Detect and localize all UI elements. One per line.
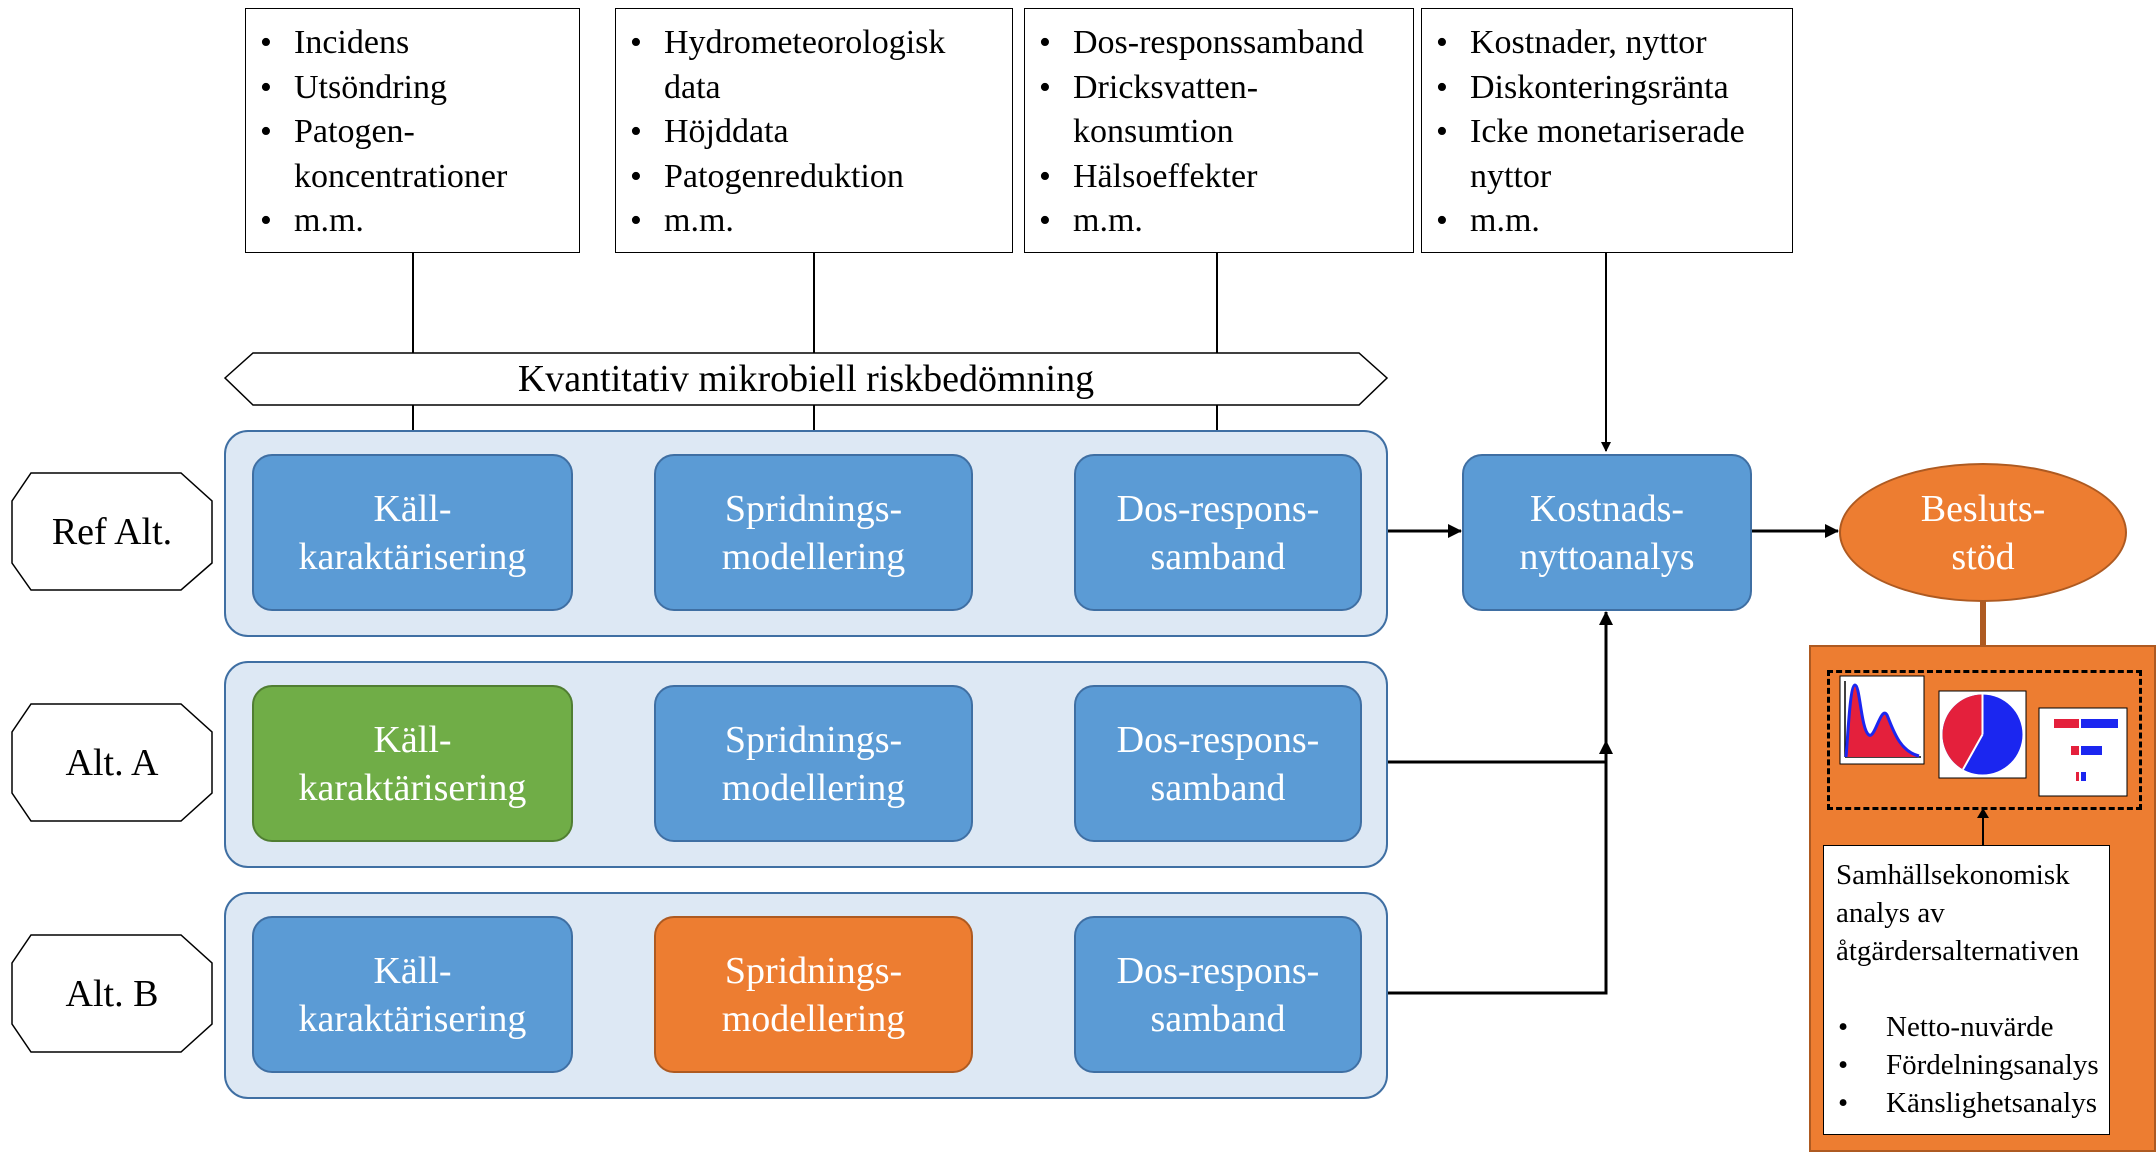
input-item: Dricksvatten- bbox=[1039, 66, 1413, 111]
node-label-line: stöd bbox=[1951, 535, 2015, 578]
input-item: Utsöndring bbox=[260, 66, 579, 111]
input-item-continuation: data bbox=[664, 68, 721, 106]
panel-up-arrow bbox=[1977, 808, 1989, 846]
node-label-line: modellering bbox=[721, 766, 906, 809]
description-line: analys av bbox=[1836, 897, 1945, 929]
ref-alt-label-shape bbox=[11, 472, 213, 591]
input-box-dose: Dos-responssamband Dricksvatten- konsumt… bbox=[1024, 8, 1414, 253]
node-label-line: Dos-respons- bbox=[1116, 487, 1320, 530]
input-item-continuation: konsumtion bbox=[1073, 113, 1234, 151]
node-source-characterization-alt-a: Käll- karaktärisering bbox=[252, 685, 573, 842]
node-label-line: Kostnads- bbox=[1529, 487, 1685, 530]
node-label-line: Käll- bbox=[373, 718, 452, 761]
input-item-continuation: koncentrationer bbox=[294, 157, 508, 195]
input-item: Hälsoeffekter bbox=[1039, 155, 1413, 200]
node-source-characterization-alt-b: Käll- karaktärisering bbox=[252, 916, 573, 1073]
pie-chart-icon bbox=[1938, 690, 2027, 779]
node-label-line: Dos-respons- bbox=[1116, 949, 1320, 992]
node-label-line: Spridnings- bbox=[724, 718, 903, 761]
node-dose-response-alt-b: Dos-respons- samband bbox=[1074, 916, 1362, 1073]
input-box-source: Incidens Utsöndring Patogen- koncentrati… bbox=[245, 8, 580, 253]
node-spread-modelling-alt-b: Spridnings- modellering bbox=[654, 916, 973, 1073]
node-spread-modelling: Spridnings- modellering bbox=[654, 454, 973, 611]
input-box-cost: Kostnader, nyttor Diskonteringsränta Ick… bbox=[1421, 8, 1793, 253]
node-dose-response: Dos-respons- samband bbox=[1074, 454, 1362, 611]
input-item: m.m. bbox=[630, 199, 1012, 244]
input-item: Kostnader, nyttor bbox=[1436, 21, 1792, 66]
input-item: Icke monetariserade bbox=[1436, 110, 1792, 155]
analysis-method-item: Netto-nuvärde bbox=[1836, 1008, 2109, 1046]
input-item: Patogenreduktion bbox=[630, 155, 1012, 200]
node-label-line: karaktärisering bbox=[298, 535, 527, 578]
node-label-line: nyttoanalys bbox=[1519, 535, 1695, 578]
node-label-line: samband bbox=[1150, 997, 1286, 1040]
node-label-line: Spridnings- bbox=[724, 487, 903, 530]
density-plot-icon bbox=[1839, 675, 1925, 765]
scenario-label-a: Alt. A bbox=[65, 741, 159, 784]
output-icons-frame bbox=[1827, 670, 2142, 810]
analysis-description-box: Samhällsekonomisk analys av åtgärdersalt… bbox=[1823, 845, 2110, 1135]
alt-b-label-shape bbox=[11, 934, 213, 1053]
qmra-banner-shape bbox=[223, 352, 1389, 406]
node-label-line: Dos-respons- bbox=[1116, 718, 1320, 761]
tornado-chart-icon bbox=[2038, 707, 2128, 797]
node-dose-response-alt-a: Dos-respons- samband bbox=[1074, 685, 1362, 842]
node-label-line: samband bbox=[1150, 766, 1286, 809]
node-cost-benefit-analysis: Kostnads- nyttoanalys bbox=[1462, 454, 1752, 611]
node-label-line: modellering bbox=[721, 997, 906, 1040]
input-item-continuation: nyttor bbox=[1470, 157, 1552, 195]
alt-a-label-shape bbox=[11, 703, 213, 822]
input-item: Patogen- bbox=[260, 110, 579, 155]
input-box-spread: Hydrometeorologisk data Höjddata Patogen… bbox=[615, 8, 1013, 253]
node-label-line: karaktärisering bbox=[298, 997, 527, 1040]
analysis-method-item: Fördelningsanalys bbox=[1836, 1046, 2109, 1084]
input-item: Dos-responssamband bbox=[1039, 21, 1413, 66]
scenario-label-ref: Ref Alt. bbox=[51, 510, 173, 553]
input-item: Diskonteringsränta bbox=[1436, 66, 1792, 111]
scenario-label-b: Alt. B bbox=[65, 972, 159, 1015]
node-spread-modelling-alt-a: Spridnings- modellering bbox=[654, 685, 973, 842]
analysis-method-item: Känslighetsanalys bbox=[1836, 1084, 2109, 1122]
node-label-line: karaktärisering bbox=[298, 766, 527, 809]
node-label-line: samband bbox=[1150, 535, 1286, 578]
input-item: Incidens bbox=[260, 21, 579, 66]
input-item: Höjddata bbox=[630, 110, 1012, 155]
qmra-banner: Kvantitativ mikrobiell riskbedömning bbox=[517, 358, 1095, 400]
input-item: m.m. bbox=[1436, 199, 1792, 244]
node-label-line: modellering bbox=[721, 535, 906, 578]
description-line: åtgärdersalternativen bbox=[1836, 935, 2080, 967]
node-decision-support: Besluts- stöd bbox=[1839, 463, 2127, 602]
node-label-line: Besluts- bbox=[1920, 487, 2046, 530]
description-line: Samhällsekonomisk bbox=[1836, 859, 2070, 891]
node-source-characterization: Käll- karaktärisering bbox=[252, 454, 573, 611]
input-item: m.m. bbox=[260, 199, 579, 244]
node-label-line: Käll- bbox=[373, 487, 452, 530]
node-label-line: Spridnings- bbox=[724, 949, 903, 992]
input-item: m.m. bbox=[1039, 199, 1413, 244]
node-label-line: Käll- bbox=[373, 949, 452, 992]
input-item: Hydrometeorologisk bbox=[630, 21, 1012, 66]
